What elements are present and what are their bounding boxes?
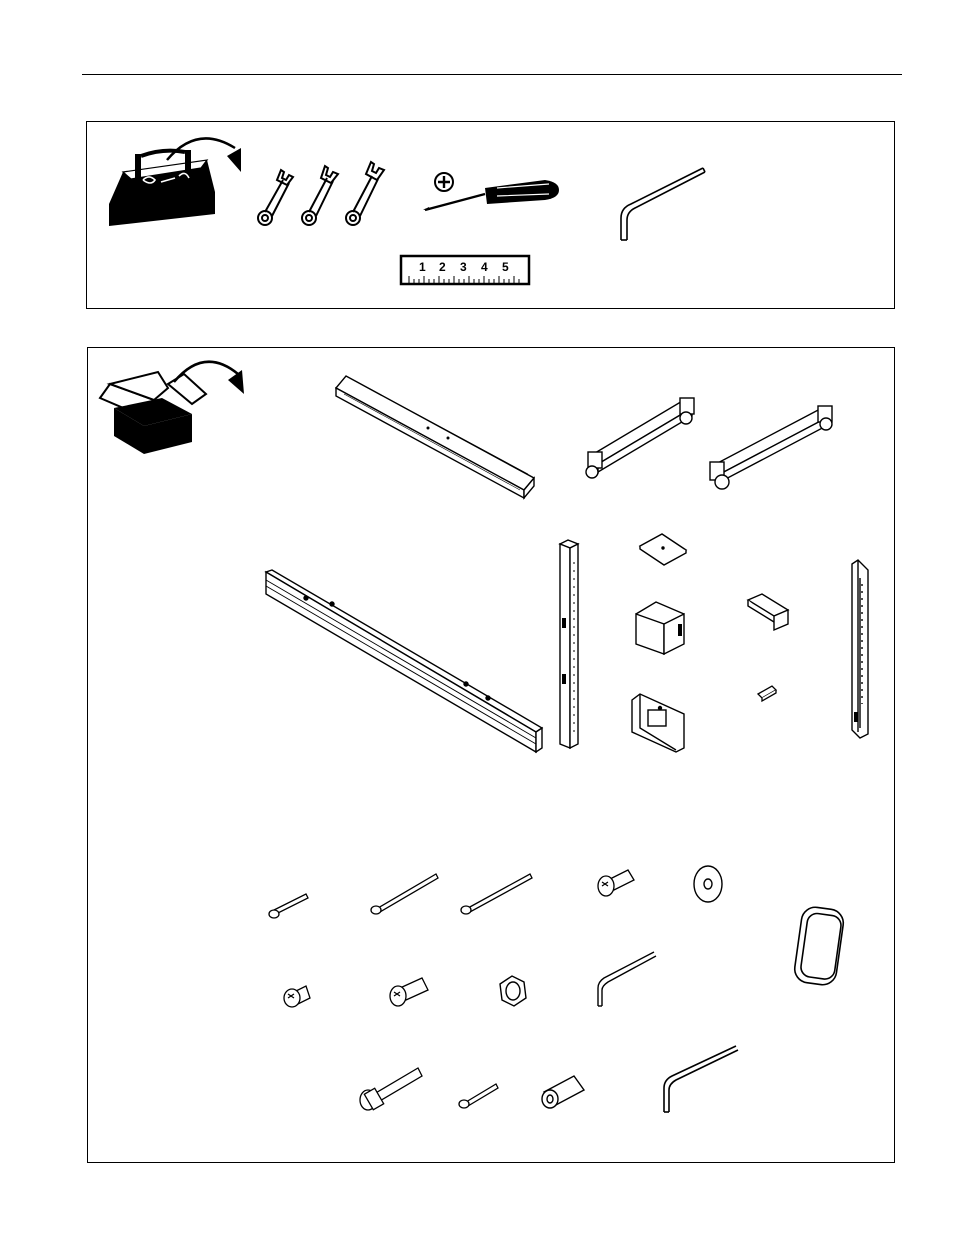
header-rule [82, 74, 902, 75]
long-bolt [371, 874, 438, 914]
plus-sign-icon [435, 173, 453, 191]
washer [694, 866, 722, 902]
socket-bolt [360, 1068, 422, 1110]
hex-key [598, 952, 656, 1006]
cover-plate [640, 534, 686, 565]
ruler-number: 5 [502, 260, 509, 274]
ruler-number: 1 [419, 260, 426, 274]
hex-key-icon [621, 168, 705, 240]
short-bolt [269, 894, 308, 918]
ruler-number: 4 [481, 260, 488, 274]
spacer [542, 1076, 584, 1108]
long-bolt [461, 874, 532, 914]
end-cap [793, 905, 845, 986]
flanged-bolt [390, 978, 428, 1006]
u-bracket [636, 602, 684, 654]
wrench-icon [258, 170, 293, 225]
hex-key [664, 1046, 738, 1112]
ruler-icon: 1 2 3 4 5 [401, 256, 529, 284]
upright-column [560, 540, 578, 748]
short-bolt [459, 1084, 498, 1108]
wrench-icon [346, 162, 384, 225]
ruler-number: 3 [460, 260, 467, 274]
flanged-bolt [284, 986, 310, 1007]
base-beam [336, 376, 534, 498]
caster-foot [586, 398, 694, 478]
ruler-number: 2 [439, 260, 446, 274]
toolbox-icon [109, 150, 215, 226]
anchor-plug [758, 686, 776, 701]
hardware-parts-panel [87, 347, 895, 1163]
flanged-bolt [598, 870, 634, 896]
caster-foot [710, 406, 832, 489]
angle-bracket [748, 594, 788, 630]
wrench-icon [302, 166, 338, 225]
hex-nut [500, 976, 526, 1006]
tools-required-panel: 1 2 3 4 5 [86, 121, 895, 309]
vertical-bracket [852, 560, 868, 738]
mounting-rail [266, 570, 542, 752]
open-box-icon [100, 372, 206, 454]
mounting-plate [632, 694, 684, 752]
